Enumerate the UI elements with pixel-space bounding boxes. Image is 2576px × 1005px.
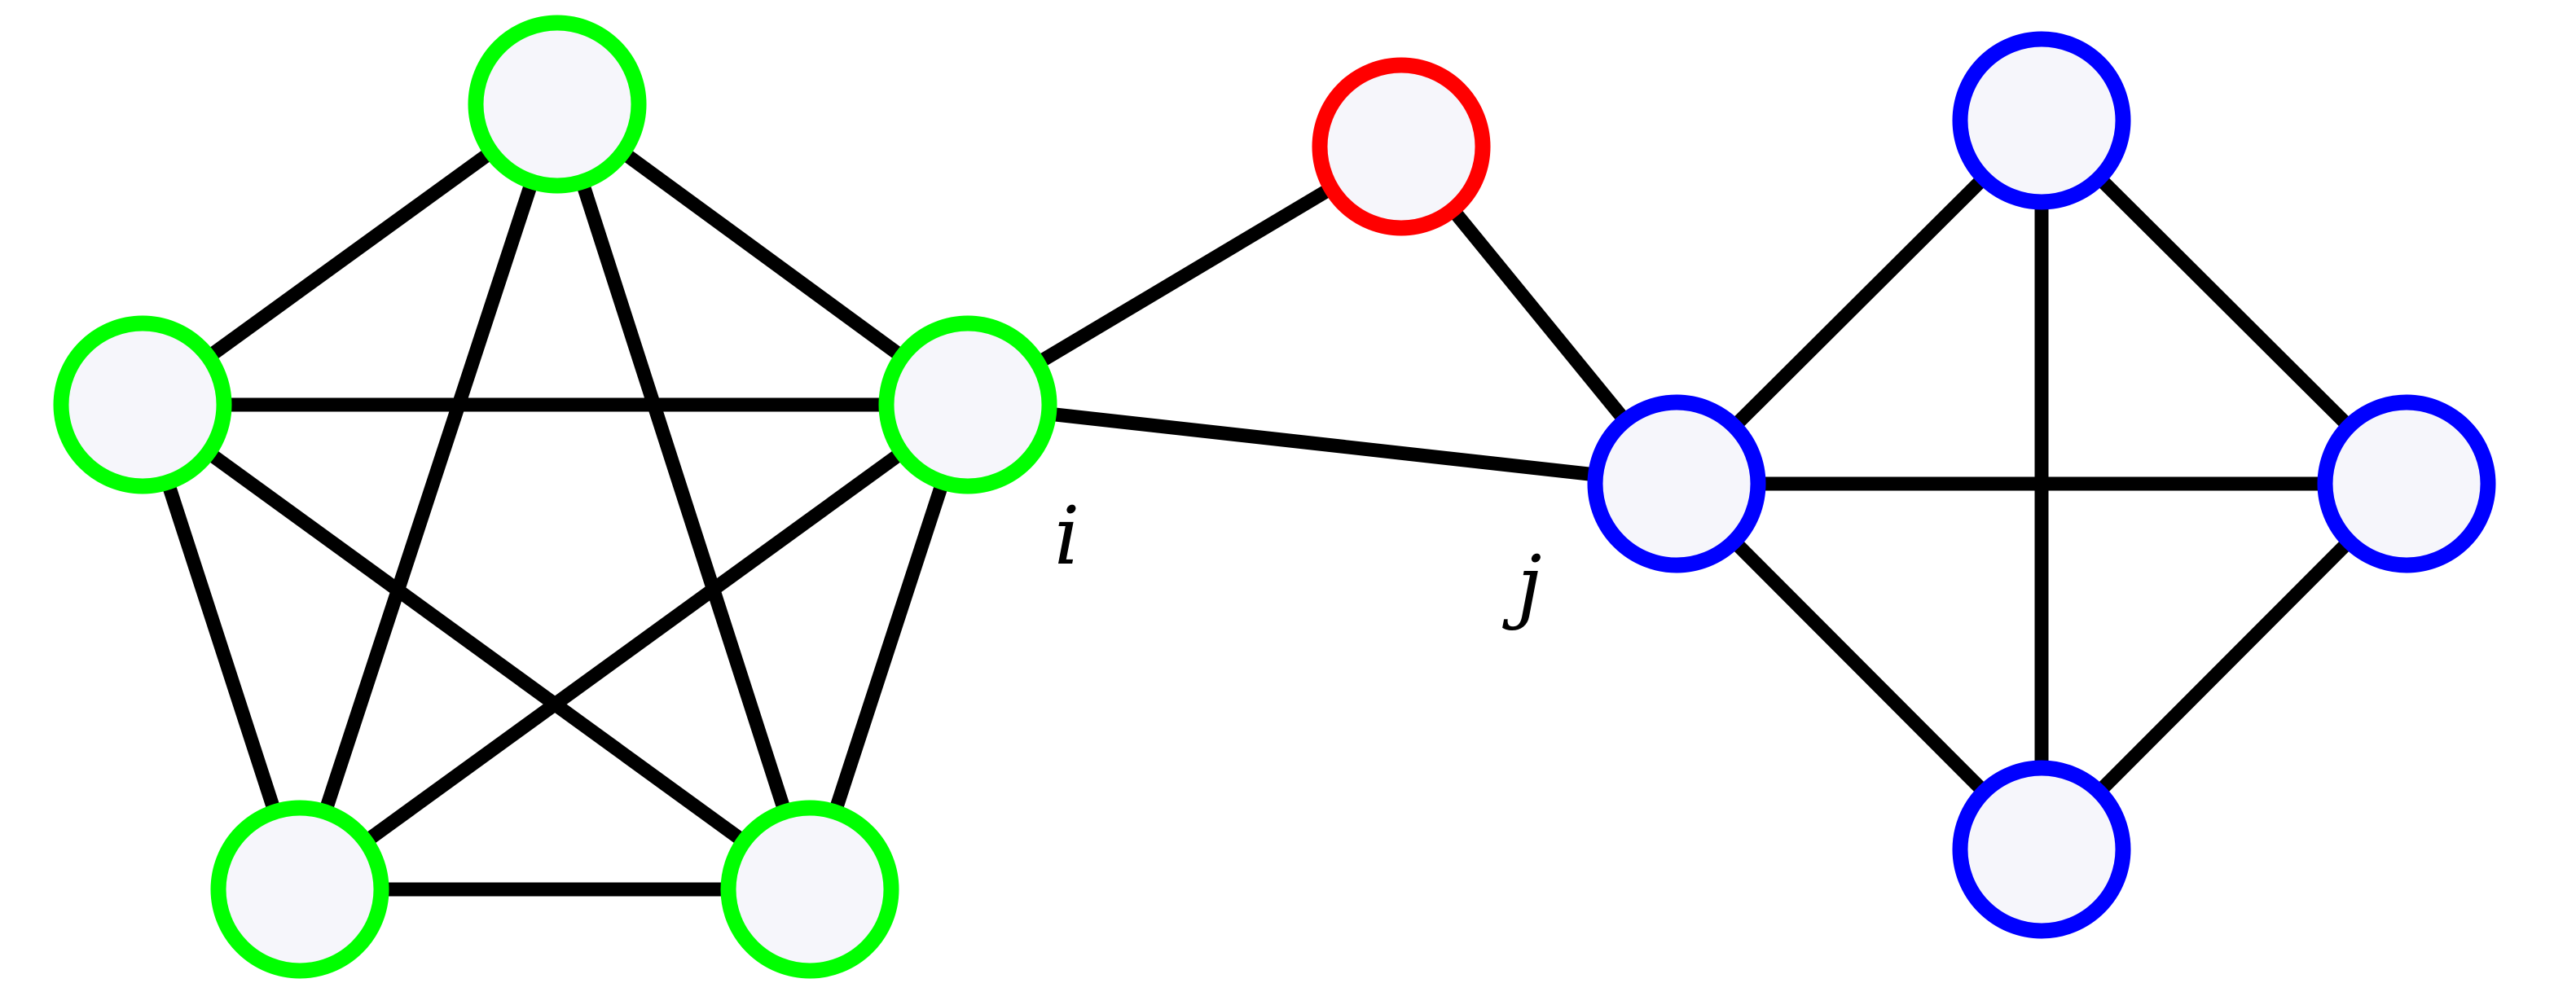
node-label-i: i: [1054, 490, 1079, 583]
edge-g_left-g_bottom_right: [138, 399, 814, 895]
node-r-mid: [1312, 57, 1491, 236]
node-g-bottom-right: [720, 800, 899, 979]
node-g-left: [53, 315, 232, 494]
node-g-top: [468, 15, 647, 194]
node-b-top: [1952, 31, 2131, 210]
node-b-right: [2317, 394, 2496, 573]
edge-g_top-g_bottom_right: [550, 102, 817, 892]
node-g-right: [878, 315, 1057, 494]
node-g-bottom-left: [210, 800, 389, 979]
node-label-j: j: [1502, 539, 1541, 632]
node-b-bottom: [1952, 760, 2131, 939]
edge-g_right-g_bottom_left: [296, 399, 972, 895]
nodes-layer: [53, 15, 2496, 979]
node-b-left: [1587, 394, 1766, 573]
labels-layer: i j: [1054, 490, 1541, 632]
edge-g_right-b_left: [967, 397, 1677, 491]
edge-g_top-g_bottom_left: [292, 102, 565, 892]
